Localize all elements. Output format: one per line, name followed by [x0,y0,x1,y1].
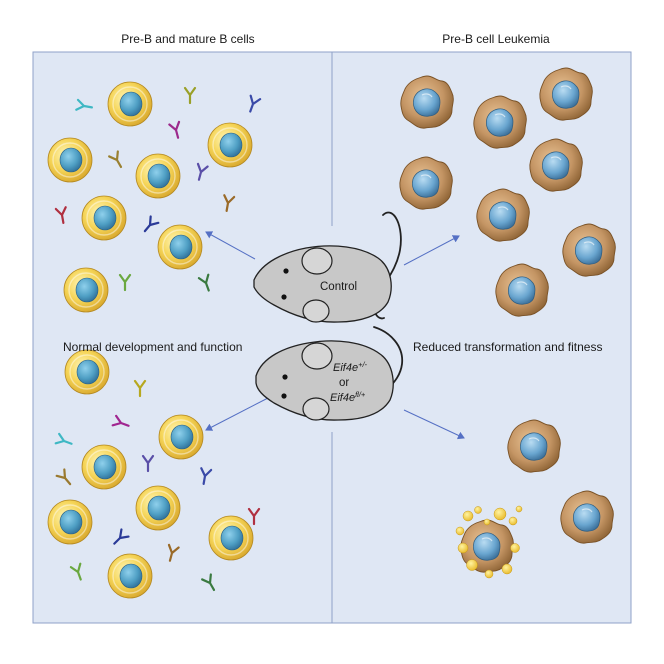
b-cell-icon [135,153,181,199]
b-cell-icon [208,515,254,561]
arrow-to-upper-right [403,235,460,266]
b-cell-icon [135,485,181,531]
right-lower-leukemia-cells [455,419,614,579]
b-cell-icon [107,81,153,127]
apoptotic-cell-icon [455,505,523,579]
b-cell-icon [157,224,203,270]
right-outcome-label: Reduced transformation and fitness [413,340,603,354]
b-cell-icon [158,414,204,460]
arrow-to-upper-left [205,231,256,260]
leukemia-cell-icon [529,138,583,192]
leukemia-cell-icon [476,188,530,242]
leukemia-cell-icon [539,67,593,121]
leukemia-cell-icon [562,223,616,277]
b-cell-icon [47,499,93,545]
arrows [205,231,465,440]
leukemia-cell-icon [400,75,454,129]
leukemia-cell-icon [495,263,549,317]
b-cell-icon [47,137,93,183]
mutant-genotype-line1: Eif4e+/- [333,360,368,374]
b-cell-icon [64,349,110,395]
leukemia-cell-icon [399,156,453,210]
mutant-genotype-connector: or [339,377,349,389]
b-cell-icon [207,122,253,168]
b-cell-icon [63,267,109,313]
arrow-to-lower-left [205,397,269,431]
b-cell-icon [81,444,127,490]
mutant-mouse-icon: Eif4e+/- or Eif4efl/+ [255,326,403,421]
control-mouse-icon: Control [253,211,402,323]
mutant-genotype-line2: Eif4efl/+ [330,390,366,404]
b-cell-icon [81,195,127,241]
leukemia-cell-icon [560,490,614,544]
right-panel-title: Pre-B cell Leukemia [442,32,550,46]
left-outcome-label: Normal development and function [63,340,243,354]
leukemia-cell-icon [473,95,527,149]
left-panel-title: Pre-B and mature B cells [121,32,255,46]
leukemia-cell-icon [507,419,561,473]
b-cell-icon [107,553,153,599]
arrow-to-lower-right [403,409,465,440]
control-mouse-label: Control [320,281,357,293]
